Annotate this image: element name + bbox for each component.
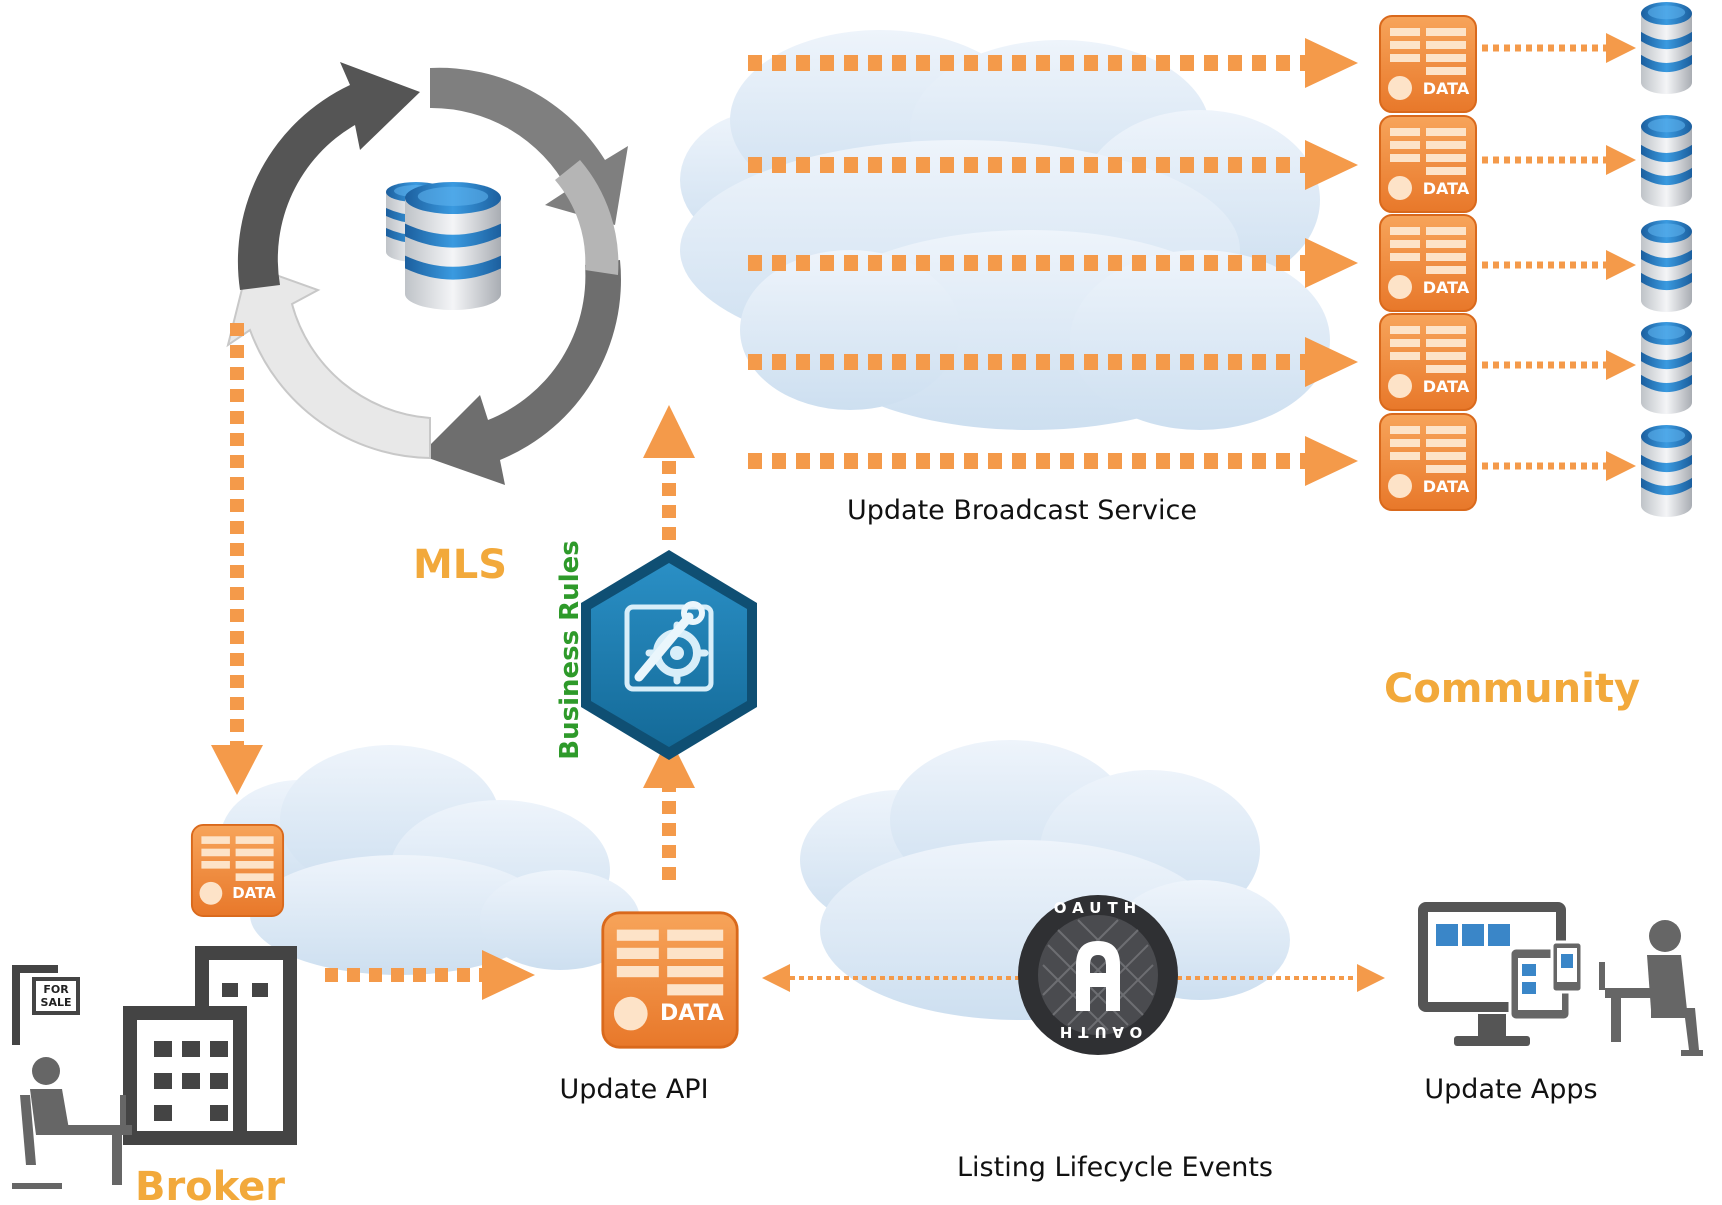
database-icon [1641, 425, 1692, 517]
community-node-1: DATA [1379, 2, 1692, 113]
broker-to-api-arrow [325, 950, 535, 1000]
oauth-badge-icon: OAUTH OAUTH [1018, 895, 1178, 1055]
database-icon [1641, 220, 1692, 312]
label-listing-events: Listing Lifecycle Events [957, 1152, 1273, 1183]
devices-icon [1418, 902, 1584, 1046]
for-sale-sign-icon: FOR SALE [12, 965, 80, 1045]
svg-text:OAUTH: OAUTH [1054, 1023, 1142, 1041]
database-icon-mls-large [405, 182, 501, 310]
broadcast-arrow-2 [748, 140, 1358, 190]
cloud-update-api [220, 745, 640, 975]
svg-text:DATA: DATA [1423, 79, 1470, 98]
broadcast-arrow-3 [748, 238, 1358, 288]
building-icon [123, 946, 297, 1145]
community-node-5: DATA [1379, 413, 1692, 517]
data-server-icon: DATA [1379, 413, 1477, 511]
svg-text:DATA: DATA [660, 1001, 724, 1026]
svg-text:DATA: DATA [232, 884, 276, 902]
svg-text:DATA: DATA [1423, 477, 1470, 496]
data-server-icon: DATA [1379, 313, 1477, 411]
label-update-api: Update API [559, 1074, 708, 1105]
community-nodes: DATA DATA DATA DATA DATA [1379, 2, 1692, 517]
label-mls: MLS [413, 542, 507, 588]
label-update-apps: Update Apps [1424, 1074, 1597, 1105]
community-node-2: DATA [1379, 115, 1692, 213]
svg-text:DATA: DATA [1423, 377, 1470, 396]
api-to-rules-arrow [643, 736, 695, 880]
database-icon [1641, 322, 1692, 414]
label-community: Community [1384, 666, 1640, 712]
database-icon [1641, 2, 1692, 94]
label-business-rules: Business Rules [555, 540, 585, 759]
data-server-icon: DATA [1379, 115, 1477, 213]
svg-text:DATA: DATA [1423, 179, 1470, 198]
cloud-listing-events [800, 740, 1290, 1020]
data-server-icon: DATA [1379, 15, 1477, 113]
broker-desk-person-icon [12, 1057, 132, 1189]
mls-to-broker-arrow [211, 323, 263, 795]
svg-text:FOR: FOR [43, 983, 69, 996]
svg-text:SALE: SALE [41, 996, 72, 1009]
svg-text:OAUTH: OAUTH [1054, 899, 1142, 917]
rules-to-mls-arrow [643, 405, 695, 540]
label-broker: Broker [135, 1164, 285, 1205]
community-node-4: DATA [1379, 313, 1692, 414]
app-user-desk-icon [1599, 920, 1703, 1056]
cloud-broadcast [680, 30, 1330, 430]
broadcast-arrow-1 [748, 38, 1358, 88]
data-server-icon-broker: DATA [190, 823, 285, 918]
broadcast-arrow-5 [748, 436, 1358, 486]
broadcast-arrow-4 [748, 337, 1358, 387]
refresh-cycle-icon [226, 62, 628, 485]
data-server-icon-update-api: DATA [601, 911, 739, 1049]
svg-text:DATA: DATA [1423, 278, 1470, 297]
gear-wrench-icon [581, 550, 757, 760]
database-icon [1641, 115, 1692, 207]
community-node-3: DATA [1379, 214, 1692, 312]
label-update-broadcast: Update Broadcast Service [847, 495, 1197, 526]
data-server-icon: DATA [1379, 214, 1477, 312]
broadcast-arrows [748, 38, 1358, 486]
